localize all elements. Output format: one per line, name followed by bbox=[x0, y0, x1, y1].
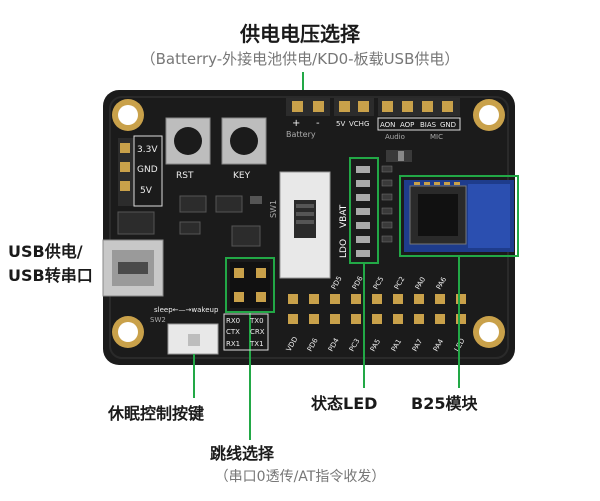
status-led-label: 状态LED bbox=[311, 394, 378, 413]
silk-rx0: RX0 bbox=[226, 317, 240, 325]
mounting-hole-br bbox=[473, 316, 505, 348]
key-button[interactable] bbox=[221, 117, 267, 165]
silk-3v3: 3.3V bbox=[137, 145, 158, 155]
module-label: B25模块 bbox=[411, 394, 478, 413]
silk-gnd: GND bbox=[137, 165, 158, 175]
mounting-hole-tl bbox=[112, 99, 144, 131]
sleep-button-label: 休眠控制按键 bbox=[108, 404, 205, 423]
silk-audio: Audio bbox=[385, 133, 405, 141]
silk-switch-ldo: LDO bbox=[339, 239, 349, 258]
silk-crx: CRX bbox=[250, 328, 265, 336]
pin-header-top-row bbox=[288, 294, 466, 304]
jumper-label: 跳线选择 bbox=[210, 444, 275, 463]
jumper-sublabel: （串口0透传/AT指令收发） bbox=[214, 469, 386, 485]
silk-sw1: SW1 bbox=[269, 200, 278, 218]
silk-minus: - bbox=[316, 118, 320, 129]
b25-module bbox=[404, 180, 514, 252]
silk-switch-vbat: VBAT bbox=[339, 204, 349, 228]
silk-mic: MIC bbox=[430, 133, 443, 141]
page-title: 供电电压选择 bbox=[240, 22, 360, 46]
silk-5v: 5V bbox=[140, 186, 153, 196]
status-led-array bbox=[356, 166, 370, 257]
silk-gnd-top: GND bbox=[440, 121, 456, 129]
mounting-hole-tr bbox=[473, 99, 505, 131]
mounting-hole-bl bbox=[112, 316, 144, 348]
silk-plus: + bbox=[292, 118, 300, 129]
silk-aon: AON bbox=[380, 121, 395, 129]
silk-tx0: TX0 bbox=[249, 317, 264, 325]
silk-vchg: VCHG bbox=[349, 120, 369, 128]
page-subtitle: （Batterry-外接电池供电/KD0-板载USB供电） bbox=[140, 50, 460, 68]
usb-label-line1: USB供电/ bbox=[8, 242, 83, 261]
silk-rst: RST bbox=[176, 171, 194, 181]
silk-aop: AOP bbox=[400, 121, 414, 129]
silk-battery: Battery bbox=[286, 130, 316, 139]
silk-bias: BIAS bbox=[420, 121, 437, 129]
silk-key: KEY bbox=[233, 171, 251, 181]
silk-ctx: CTX bbox=[226, 328, 240, 336]
silk-tx1: TX1 bbox=[249, 340, 264, 348]
silk-sw2: SW2 bbox=[150, 316, 166, 324]
silk-5v-top: 5V bbox=[336, 120, 345, 128]
power-select-switch[interactable] bbox=[279, 171, 331, 279]
reset-button[interactable] bbox=[165, 117, 211, 165]
usb-connector[interactable] bbox=[102, 239, 164, 297]
sleep-switch[interactable] bbox=[167, 323, 219, 355]
jumper-block[interactable] bbox=[230, 262, 270, 308]
pin-header-bottom-row bbox=[288, 314, 466, 324]
usb-label-line2: USB转串口 bbox=[8, 266, 93, 285]
silk-sleep: sleep←—→wakeup bbox=[154, 306, 219, 314]
silk-rx1: RX1 bbox=[226, 340, 240, 348]
audio-header bbox=[378, 98, 460, 116]
